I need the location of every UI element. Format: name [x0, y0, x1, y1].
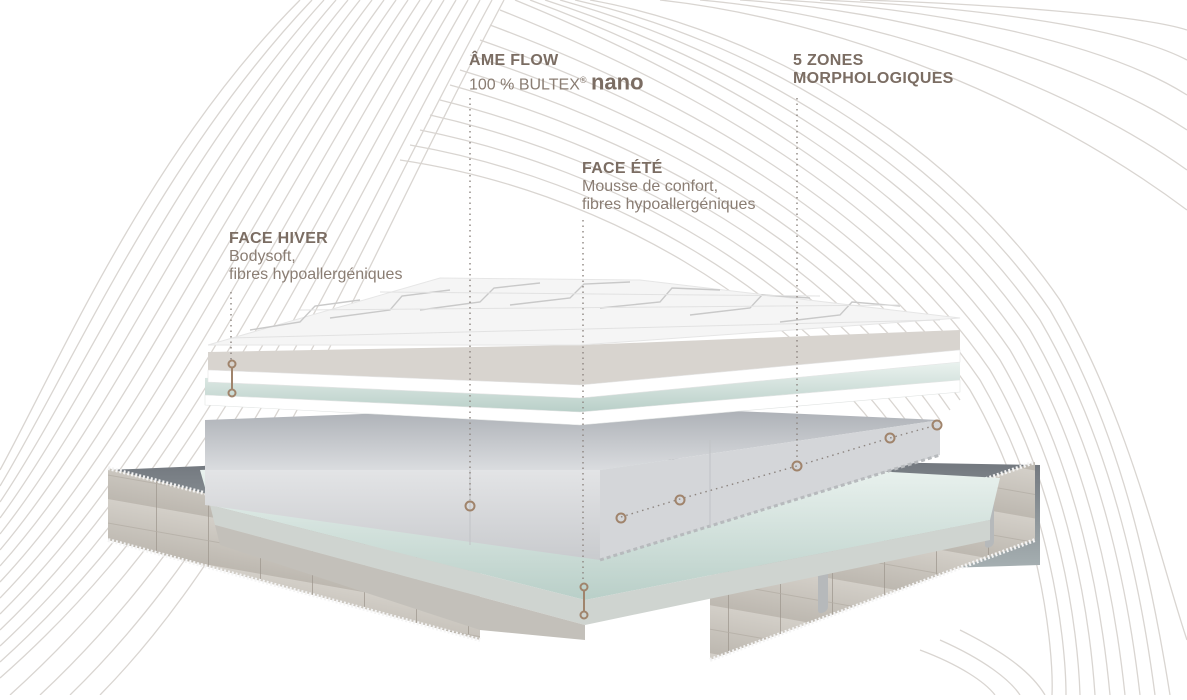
summer-marker-top-icon [579, 582, 589, 592]
zone-marker-icon [884, 432, 896, 444]
winter-marker-top-icon [227, 359, 237, 369]
label-core: ÂME FLOW 100 % BULTEX® nano [469, 52, 644, 94]
summer-desc-line1: Mousse de confort, [582, 178, 719, 195]
label-summer: FACE ÉTÉ Mousse de confort, fibres hypoa… [582, 160, 755, 214]
core-desc: 100 % BULTEX® nano [469, 71, 644, 94]
quilted-top-cover [207, 277, 961, 346]
zones-title-line2: MORPHOLOGIQUES [793, 70, 954, 87]
zones-title-line1: 5 ZONES [793, 52, 864, 69]
bultex-nano-core [205, 405, 941, 562]
core-marker-icon [464, 500, 476, 512]
winter-comfort-layer [207, 330, 961, 399]
summer-desc-line2: fibres hypoallergéniques [582, 196, 756, 213]
core-title: ÂME FLOW [469, 52, 559, 69]
markers [227, 359, 943, 620]
winter-desc-line2: fibres hypoallergéniques [229, 266, 403, 283]
zone-marker-icon [674, 494, 686, 506]
zone-marker-icon [931, 419, 943, 431]
brand-nano: nano [590, 69, 644, 95]
winter-marker-bottom-icon [227, 388, 237, 398]
leader-lines [230, 98, 938, 580]
zone-marker-icon [791, 460, 803, 472]
core-desc-prefix: 100 % BULTEX [469, 76, 580, 94]
registered-mark: ® [579, 75, 587, 85]
winter-title: FACE HIVER [229, 230, 329, 247]
summer-title: FACE ÉTÉ [582, 160, 663, 177]
winter-desc-line1: Bodysoft, [229, 248, 296, 265]
label-winter: FACE HIVER Bodysoft, fibres hypoallergén… [229, 230, 402, 284]
zone-marker-icon [615, 512, 627, 524]
label-zones: 5 ZONES MORPHOLOGIQUES [793, 52, 954, 88]
summer-marker-bottom-icon [579, 610, 589, 620]
